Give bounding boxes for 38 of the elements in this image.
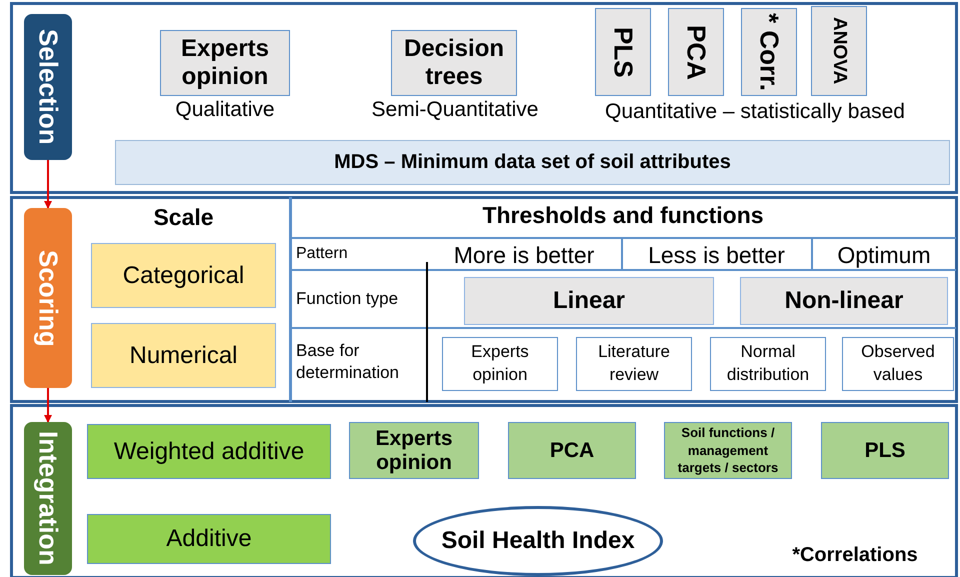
result-bar: MDS – Minimum data set of soil attributes <box>115 140 950 185</box>
method-box: PLS <box>821 422 949 479</box>
function-box: Non-linear <box>740 277 948 325</box>
pattern-option: Less is better <box>623 240 810 270</box>
method-box: PCA <box>668 8 724 96</box>
pattern-option: More is better <box>428 240 620 270</box>
method-box: * Corr. <box>741 8 797 96</box>
method-box: PLS <box>595 8 651 96</box>
method-box: Experts opinion <box>160 30 290 96</box>
arrow <box>44 388 52 423</box>
basis-box: Literature review <box>576 337 692 391</box>
stage-label: Integration <box>24 422 72 575</box>
basis-box: Normal distribution <box>710 337 826 391</box>
scale-box: Categorical <box>91 243 276 308</box>
method-box: Weighted additive <box>87 424 331 479</box>
method-box: Soil functions / management targets / sectors <box>664 422 792 479</box>
arrow <box>44 160 52 209</box>
method-category: Semi-Quantitative <box>370 98 540 122</box>
row-label: Base for determination <box>296 340 400 384</box>
method-box: Decision trees <box>391 30 517 96</box>
method-description: Quantitative – statistically based <box>604 100 906 124</box>
method-box: Additive <box>87 514 331 564</box>
stage-label: Selection <box>24 14 72 160</box>
method-category: Qualitative <box>174 98 276 122</box>
method-box: PCA <box>508 422 636 479</box>
method-box: Experts opinion <box>349 422 479 479</box>
stage-label: Scoring <box>24 208 72 388</box>
pattern-option: Optimum <box>813 240 955 270</box>
basis-box: Observed values <box>842 337 954 391</box>
section-heading: Scale <box>152 202 215 232</box>
method-box: ANOVA <box>811 6 867 96</box>
function-box: Linear <box>464 277 714 325</box>
row-label: Function type <box>296 288 400 310</box>
basis-box: Experts opinion <box>442 337 558 391</box>
section-heading: Thresholds and functions <box>481 200 765 230</box>
scale-box: Numerical <box>91 323 276 388</box>
row-label: Pattern <box>296 244 349 264</box>
footnote: *Correlations <box>791 542 919 568</box>
